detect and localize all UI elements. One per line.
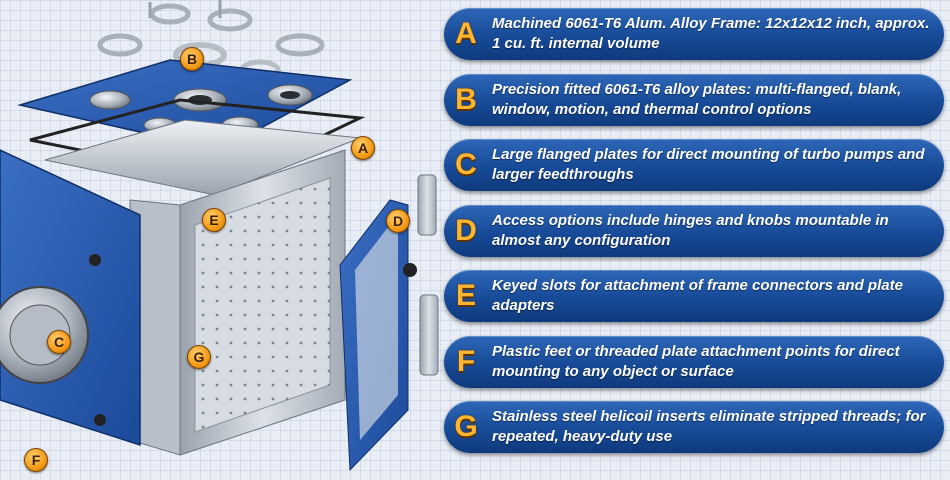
feature-f: F Plastic feet or threaded plate attachm… <box>444 335 944 388</box>
feature-text-f: Plastic feet or threaded plate attachmen… <box>492 342 900 380</box>
frame-helicoil-holes <box>195 178 330 432</box>
callout-b: B <box>180 47 204 71</box>
letter-badge-b: B <box>455 82 477 116</box>
top-plate-ports <box>89 84 313 134</box>
letter-badge-g: G <box>454 410 478 443</box>
callout-g: G <box>187 345 211 369</box>
exploded-chamber-drawing <box>0 0 439 472</box>
callout-d: D <box>386 209 410 233</box>
door-window <box>355 222 398 440</box>
feature-text-a: Machined 6061-T6 Alum. Alloy Frame: 12x1… <box>492 15 930 52</box>
letter-badge-f: F <box>456 344 476 378</box>
feature-text-b: Precision fitted 6061-T6 alloy plates: m… <box>492 80 902 118</box>
callout-a: A <box>351 136 375 160</box>
callout-e: E <box>202 208 226 232</box>
feature-list: A Machined 6061-T6 Alum. Alloy Frame: 12… <box>444 8 944 467</box>
feature-text-d: Access options include hinges and knobs … <box>492 211 889 249</box>
letter-badge-c: C <box>455 148 477 181</box>
feature-text-g: Stainless steel helicoil inserts elimina… <box>492 408 926 445</box>
feature-e: E Keyed slots for attachment of frame co… <box>444 270 944 322</box>
feature-a: A Machined 6061-T6 Alum. Alloy Frame: 12… <box>444 8 944 60</box>
letter-badge-d: D <box>455 213 477 247</box>
letter-badge-a: A <box>455 17 477 50</box>
hinge-upper <box>417 174 437 236</box>
feature-text-c: Large flanged plates for direct mounting… <box>492 146 925 183</box>
callout-f: F <box>24 448 48 472</box>
feature-text-e: Keyed slots for attachment of frame conn… <box>492 277 903 314</box>
feature-d: D Access options include hinges and knob… <box>444 204 944 257</box>
hinge-lower <box>419 294 439 376</box>
letter-badge-e: E <box>455 279 476 312</box>
chamber-illustration: B A D E C G F <box>0 0 440 475</box>
feature-b: B Precision fitted 6061-T6 alloy plates:… <box>444 73 944 126</box>
port-knob-2 <box>94 414 106 426</box>
callout-c: C <box>47 330 71 354</box>
door-knob <box>403 263 417 277</box>
port-knob-1 <box>89 254 101 266</box>
feature-g: G Stainless steel helicoil inserts elimi… <box>444 401 944 453</box>
feature-c: C Large flanged plates for direct mounti… <box>444 139 944 191</box>
